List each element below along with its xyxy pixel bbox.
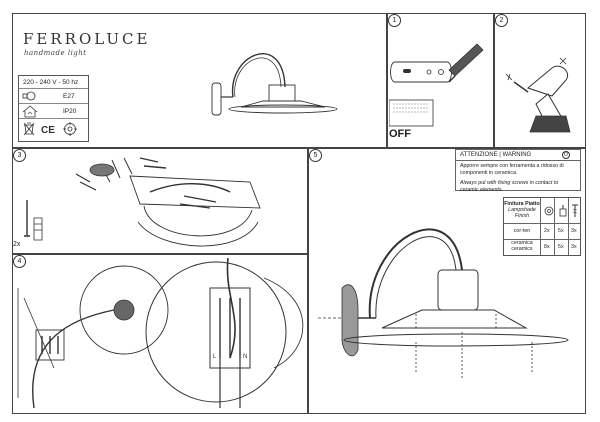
warning-box: ATTENZIONE | WARNING O Apporre sempre co…	[455, 149, 581, 193]
finish-name: ceramica ceramics	[511, 240, 533, 252]
bulb-icon	[22, 91, 36, 101]
step4-drawing: L N	[17, 258, 304, 408]
warning-circle-icon: O	[562, 151, 570, 159]
breaker-off-label: OFF	[389, 128, 411, 140]
qty-screw: 3x	[571, 244, 577, 250]
finish-row-corten: cor-ten 2x 5x 3x	[504, 223, 580, 240]
step-number-4: 4	[13, 255, 26, 268]
wire-label-n: N	[243, 354, 247, 360]
class-symbol-icon	[63, 122, 77, 136]
spec-table: 220 - 240 V - 50 hz E27 IP20 CE	[18, 75, 89, 142]
spec-row-protection: IP20	[19, 104, 88, 119]
step-number-3: 3	[13, 149, 26, 162]
qty-washer: 5x	[558, 228, 564, 234]
warning-header: ATTENZIONE | WARNING O	[456, 150, 580, 161]
step2-panel	[494, 13, 586, 148]
spec-row-symbols: CE	[19, 119, 88, 141]
plate-icon	[544, 206, 554, 216]
finish-col-divider	[554, 198, 555, 255]
wire-label-l: L	[213, 354, 217, 360]
finish-table: Finitura Piatto Lampshade Finish cor-ten…	[503, 197, 581, 256]
weee-bin-icon	[23, 122, 35, 136]
finish-header-label: Finitura Piatto Lampshade Finish	[504, 198, 541, 223]
lamp-overview-drawing	[211, 53, 338, 116]
warning-text-en: Always put with fixing screws in contact…	[460, 180, 559, 193]
finish-header-it: Finitura Piatto	[504, 201, 540, 207]
step1-drawing	[389, 43, 484, 127]
spec-row-voltage: 220 - 240 V - 50 hz	[19, 76, 88, 89]
finish-header-en: Lampshade Finish	[508, 207, 536, 219]
finish-header: Finitura Piatto Lampshade Finish	[504, 198, 580, 224]
qty-screw: 3x	[571, 228, 577, 234]
finish-name: cor-ten	[513, 228, 531, 234]
step5-panel	[308, 148, 586, 414]
brand-tagline: handmade light	[24, 49, 87, 57]
brand-logo: FERROLUCE	[23, 30, 151, 48]
step3-drawing	[75, 157, 261, 247]
washer-icon	[559, 205, 567, 217]
drill-drawing	[505, 57, 571, 133]
step3-panel	[12, 148, 308, 254]
finish-col-divider	[568, 198, 569, 255]
wall-plug-icon	[24, 200, 43, 241]
qty-washer: 5x	[558, 244, 564, 250]
voltage-label: 220 - 240 V - 50 hz	[23, 79, 79, 86]
screw-icon	[572, 204, 578, 217]
indoor-house-icon	[22, 105, 38, 118]
qty-plate: 8x	[544, 244, 550, 250]
protection-label: IP20	[63, 108, 77, 115]
spec-row-socket: E27	[19, 89, 88, 104]
step4-panel	[12, 254, 308, 414]
finish-row-ceramic: ceramica ceramics 8x 5x 3x	[504, 239, 580, 255]
qty-plate: 2x	[544, 228, 550, 234]
svg-text:CE: CE	[41, 125, 55, 135]
socket-label: E27	[63, 93, 75, 100]
step-number-5: 5	[309, 149, 322, 162]
warning-title: ATTENZIONE | WARNING	[460, 152, 532, 158]
warning-text-it: Apporre sempre con ferramenta a ridosso …	[460, 163, 564, 176]
step1-panel	[387, 13, 494, 148]
header-panel	[12, 13, 387, 148]
plug-quantity: 2x	[13, 241, 21, 248]
finish-col-divider	[540, 223, 541, 255]
step-number-2: 2	[495, 14, 508, 27]
step-number-1: 1	[388, 14, 401, 27]
step5-drawing	[318, 228, 569, 380]
ce-mark-icon: CE	[41, 125, 55, 135]
